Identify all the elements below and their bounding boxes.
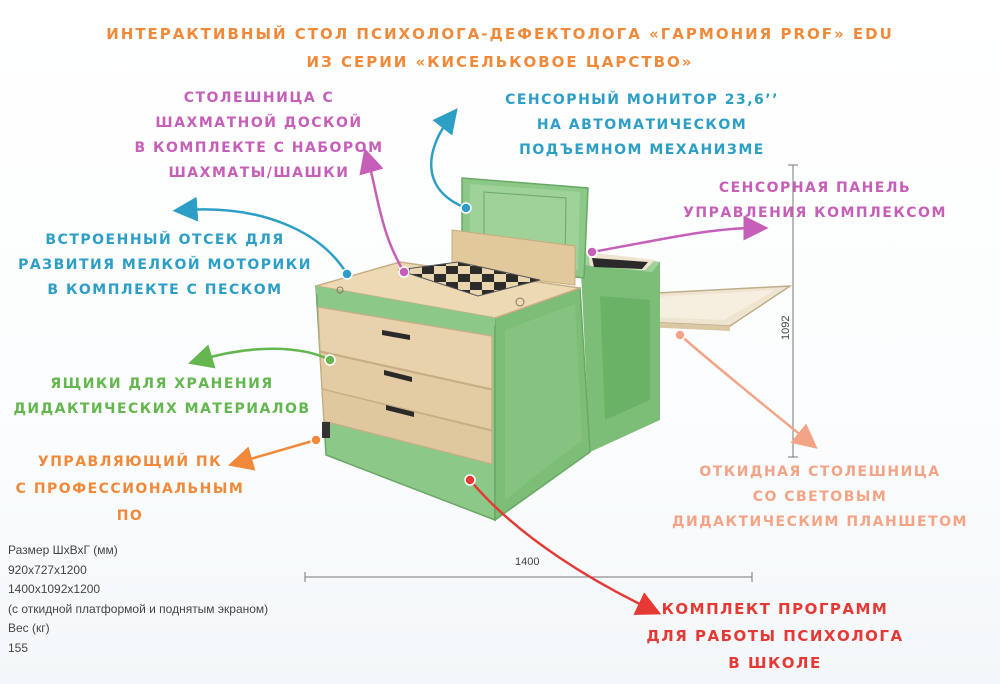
page-title: Интерактивный стол психолога-дефектолога… [0, 20, 1000, 76]
touch-monitor [451, 177, 589, 286]
callout-monitor: Сенсорный монитор 23,6’’ на автоматическ… [482, 88, 802, 163]
callout-drawers-line: дидактических материалов [13, 401, 311, 417]
drawer-top [317, 306, 493, 390]
callout-sand-compartment: Встроенный отсек для развития мелкой мот… [0, 228, 330, 303]
title-line-1: Интерактивный стол психолога-дефектолога… [106, 25, 894, 43]
callout-panel-line: Сенсорная панель [718, 180, 912, 196]
dimension-height-label: 1092 [780, 315, 792, 340]
callout-drawers: Ящики для хранения дидактических материа… [0, 372, 324, 422]
callout-pc: Управляющий ПК с профессиональным ПО [10, 449, 250, 530]
callout-folding-tabletop: Откидная столешница со световым дидактич… [660, 460, 980, 535]
callout-programs-line: Комплект программ [661, 600, 889, 618]
spec-line: 1400x1092x1200 [8, 582, 101, 596]
callout-monitor-line: на автоматическом [536, 117, 748, 133]
callout-programs-line: в школе [728, 654, 822, 672]
chess-board [397, 261, 541, 297]
pc-port [322, 422, 330, 438]
callout-tabletop-line: в комплекте с набором [134, 140, 384, 156]
callout-tabletop-line: шахматы/шашки [168, 165, 350, 181]
tabletop [315, 261, 581, 326]
callout-tabletop-line: Столешница с [183, 90, 335, 106]
spec-line: Размер ШхВхГ (мм) [8, 543, 118, 557]
callout-tabletop: Столешница с шахматной доской в комплект… [124, 86, 394, 186]
callout-monitor-line: подъемном механизме [519, 142, 765, 158]
spec-line: (с откидной платформой и поднятым экрано… [8, 601, 269, 616]
callout-folding-line: со световым [752, 489, 888, 505]
callout-folding-line: Откидная столешница [699, 464, 941, 480]
main-cabinet [315, 285, 591, 522]
callout-pc-line: с профессиональным [15, 481, 245, 497]
spec-line: 920x727x1200 [8, 562, 87, 577]
callout-tabletop-line: шахматной доской [155, 115, 363, 131]
callout-programs-line: для работы психолога [646, 627, 904, 645]
callout-sand-line: Встроенный отсек для [45, 232, 285, 248]
callout-folding-line: дидактическим планшетом [672, 514, 968, 530]
control-panel-screen [592, 258, 648, 269]
callout-pc-line: ПО [116, 508, 144, 524]
connector-arrows [172, 108, 818, 615]
connector-dots [310, 202, 686, 486]
specs-block: Размер ШхВхГ (мм) 920x727x1200 1400x1092… [8, 541, 268, 658]
callout-pc-line: Управляющий ПК [37, 454, 223, 470]
callout-monitor-line: Сенсорный монитор 23,6’’ [505, 92, 779, 108]
title-line-2: из серии «Кисельковое царство» [306, 53, 694, 71]
dimension-width-label: 1400 [515, 556, 540, 568]
callout-programs: Комплект программ для работы психолога в… [640, 596, 910, 677]
callout-control-panel: Сенсорная панель управления комплексом [670, 176, 960, 226]
spec-line: 155 [8, 640, 29, 655]
side-cabinet [580, 252, 660, 452]
callout-drawers-line: Ящики для хранения [50, 376, 274, 392]
callout-sand-line: развития мелкой моторики [18, 257, 312, 273]
drawer-bottom [321, 388, 493, 465]
dimension-lines [304, 164, 798, 582]
callout-panel-line: управления комплексом [683, 205, 947, 221]
spec-line: Вес (кг) [8, 621, 50, 635]
callout-sand-line: в комплекте с песком [47, 282, 283, 298]
drawer-middle [319, 351, 493, 431]
